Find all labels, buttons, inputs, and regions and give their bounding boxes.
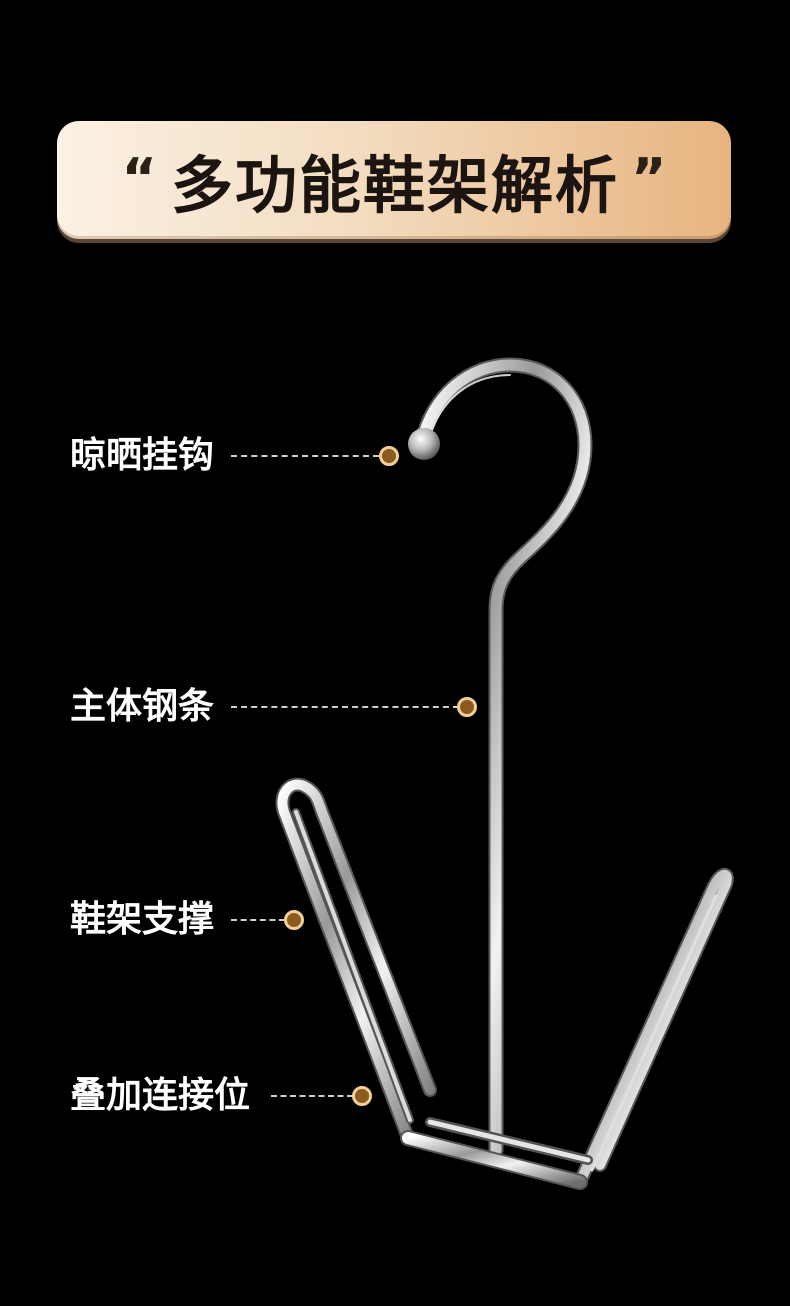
hook-wire xyxy=(414,357,593,1158)
callout-leader-support xyxy=(231,919,285,921)
base-wire xyxy=(400,1117,593,1190)
callout-label-hook: 晾晒挂钩 xyxy=(70,435,215,476)
callout-label-support: 鞋架支撑 xyxy=(70,899,215,940)
close-quote: ” xyxy=(631,147,669,210)
page-title: “多功能鞋架解析” xyxy=(0,137,790,228)
title-text: 多功能鞋架解析 xyxy=(170,149,619,222)
callout-label-body: 主体钢条 xyxy=(70,686,215,727)
callout-dot-support xyxy=(284,910,304,930)
callout-label-stack: 叠加连接位 xyxy=(70,1075,251,1116)
callout-dot-hook xyxy=(379,446,399,466)
callout-leader-hook xyxy=(231,455,379,457)
callout-dot-body xyxy=(457,697,477,717)
title-banner xyxy=(57,121,731,239)
open-quote: “ xyxy=(121,147,159,210)
hook-ball-tip xyxy=(408,428,440,460)
left-support-wire xyxy=(275,777,437,1145)
callout-leader-stack xyxy=(271,1095,353,1097)
callout-leader-body xyxy=(231,706,459,708)
right-support-wire xyxy=(573,868,734,1189)
callout-dot-stack xyxy=(352,1086,372,1106)
